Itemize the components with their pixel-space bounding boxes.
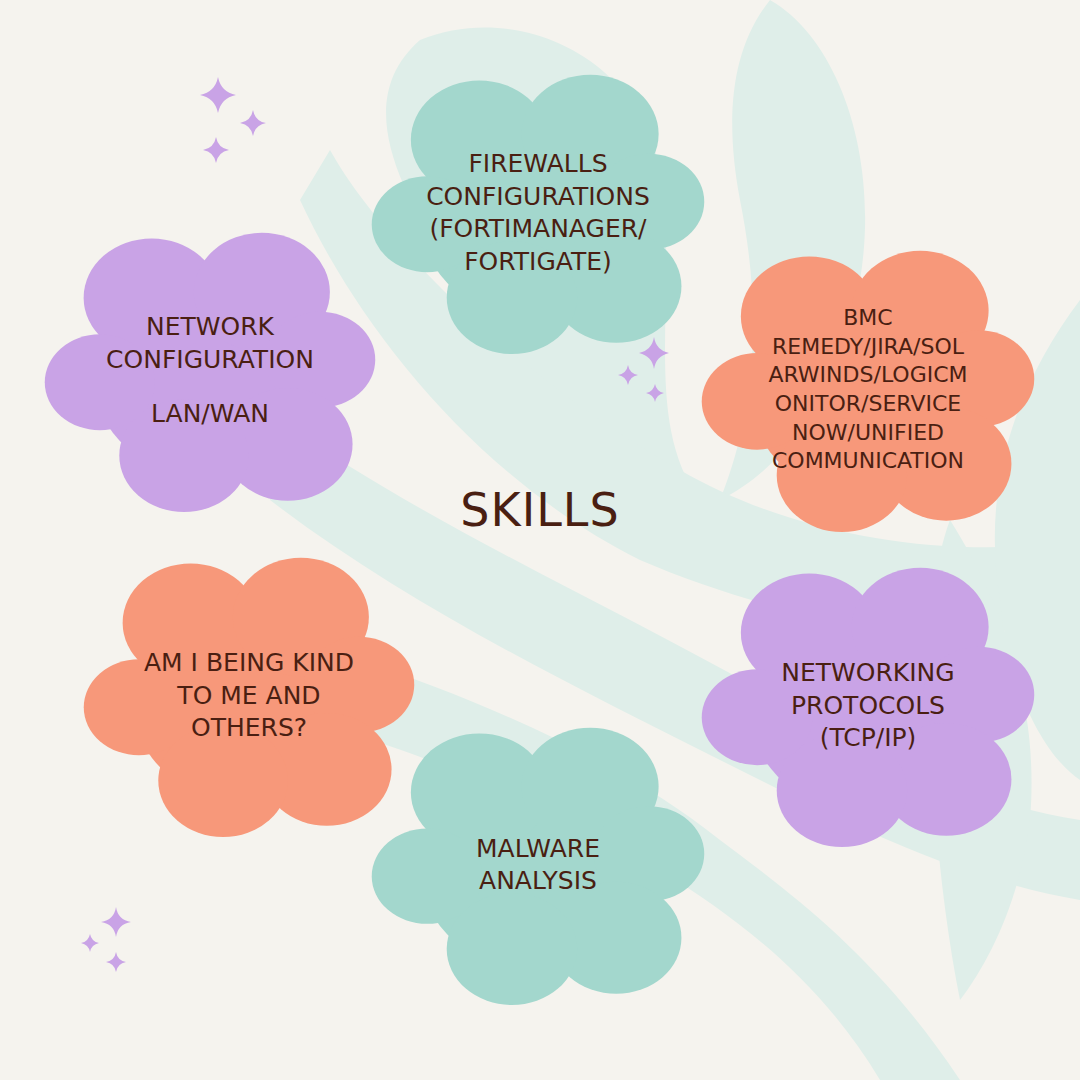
skill-text: FIREWALLS CONFIGURATIONS (FORTIMANAGER/ … xyxy=(418,148,658,278)
skill-text: AM I BEING KIND TO ME AND OTHERS? xyxy=(144,647,354,745)
skill-text: NETWORK CONFIGURATION xyxy=(85,311,335,376)
skill-cloud: AM I BEING KIND TO ME AND OTHERS? xyxy=(87,555,411,837)
sparkles xyxy=(81,77,669,972)
skill-text: NETWORKING PROTOCOLS (TCP/IP) xyxy=(753,657,983,755)
cloud-shape xyxy=(375,725,701,1005)
diagram-title: SKILLS xyxy=(460,483,619,537)
skill-text: LAN/WAN xyxy=(85,398,335,431)
skill-text: BMC REMEDY/JIRA/SOL ARWINDS/LOGICM ONITO… xyxy=(753,304,983,476)
cloud-shape xyxy=(375,72,701,354)
leaf-shapes xyxy=(270,0,1080,1080)
cloud-shape xyxy=(705,248,1031,532)
skill-cloud: FIREWALLS CONFIGURATIONS (FORTIMANAGER/ … xyxy=(375,72,701,354)
skill-text: MALWARE ANALYSIS xyxy=(423,833,653,898)
skill-cloud: BMC REMEDY/JIRA/SOL ARWINDS/LOGICM ONITO… xyxy=(705,248,1031,532)
skill-cloud: MALWARE ANALYSIS xyxy=(375,725,701,1005)
skill-cloud: NETWORKING PROTOCOLS (TCP/IP) xyxy=(705,565,1031,847)
skill-cloud: NETWORK CONFIGURATION LAN/WAN xyxy=(48,230,372,512)
